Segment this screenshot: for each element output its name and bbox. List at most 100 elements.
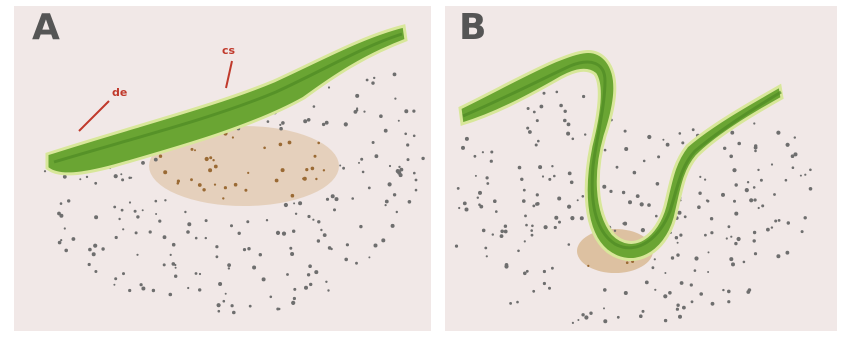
mesenchyme-cell <box>158 220 161 223</box>
mesenchyme-cell <box>398 166 400 168</box>
mesenchyme-cell <box>218 310 221 313</box>
mesenchyme-cell <box>654 258 656 260</box>
mesenchyme-cell <box>371 81 374 84</box>
mesenchyme-cell <box>259 253 262 256</box>
mesenchyme-cell <box>749 198 753 202</box>
mesenchyme-cell <box>492 233 494 235</box>
mesenchyme-cell <box>134 210 137 213</box>
mesenchyme-cell <box>72 237 76 241</box>
mesenchyme-cell <box>381 238 385 242</box>
mesenchyme-cell <box>120 173 122 175</box>
callout-label-left: de <box>112 86 127 99</box>
mesenchyme-cell <box>731 262 735 266</box>
mesenchyme-cell <box>676 308 679 311</box>
mesenchyme-cell <box>509 302 512 305</box>
mesenchyme-cell <box>794 152 798 156</box>
mesenchyme-cell <box>577 319 579 321</box>
mesenchyme-cell <box>88 263 91 266</box>
mesenchyme-cell <box>291 194 295 198</box>
mesenchyme-cell <box>733 200 736 203</box>
mesenchyme-cell <box>172 243 176 247</box>
mesenchyme-cell <box>517 250 520 253</box>
mesenchyme-cell <box>804 174 806 176</box>
epithelium-band <box>460 52 782 260</box>
mesenchyme-cell <box>385 204 387 206</box>
mesenchyme-cell <box>694 269 697 272</box>
mesenchyme-cell <box>527 107 530 110</box>
mesenchyme-cell <box>187 287 189 289</box>
mesenchyme-cell <box>163 170 167 174</box>
mesenchyme-cell <box>393 193 396 196</box>
mesenchyme-cell <box>804 216 807 219</box>
mesenchyme-cell <box>520 178 523 181</box>
mesenchyme-cell <box>729 257 733 261</box>
mesenchyme-cell <box>794 136 796 138</box>
mesenchyme-cell <box>212 159 214 161</box>
mesenchyme-cell <box>244 189 247 192</box>
mesenchyme-cell <box>214 184 216 186</box>
mesenchyme-cell <box>482 229 486 233</box>
mesenchyme-cell <box>223 300 226 303</box>
mesenchyme-cell <box>603 319 607 323</box>
mesenchyme-cell <box>281 121 285 125</box>
mesenchyme-cell <box>308 264 312 268</box>
mesenchyme-cell <box>698 192 701 195</box>
mesenchyme-cell <box>475 175 477 177</box>
mesenchyme-cell <box>657 155 660 158</box>
mesenchyme-cell <box>303 119 307 123</box>
mesenchyme-cell <box>721 193 725 197</box>
mesenchyme-cell <box>290 252 294 256</box>
mesenchyme-cell <box>729 155 733 159</box>
mesenchyme-cell <box>199 273 201 275</box>
mesenchyme-cell <box>616 166 619 169</box>
mesenchyme-cell <box>205 219 208 222</box>
mesenchyme-cell <box>771 226 773 228</box>
mesenchyme-cell <box>140 283 143 286</box>
mesenchyme-cell <box>636 194 640 198</box>
mesenchyme-cell <box>774 220 777 223</box>
mesenchyme-cell <box>564 110 567 113</box>
mesenchyme-cell <box>554 226 557 229</box>
mesenchyme-cell <box>88 248 92 252</box>
mesenchyme-cell <box>215 245 218 248</box>
mesenchyme-cell <box>330 248 332 250</box>
mesenchyme-cell <box>474 155 477 158</box>
mesenchyme-cell <box>286 273 289 276</box>
mesenchyme-cell <box>525 224 528 227</box>
mesenchyme-cell <box>187 222 191 226</box>
mesenchyme-cell <box>559 104 563 108</box>
mesenchyme-cell <box>170 254 172 256</box>
mesenchyme-cell <box>342 167 345 170</box>
mesenchyme-cell <box>230 224 233 227</box>
mesenchyme-cell <box>155 213 157 215</box>
mesenchyme-cell <box>603 288 607 292</box>
mesenchyme-cell <box>776 254 780 258</box>
mesenchyme-cell <box>194 149 196 151</box>
mesenchyme-cell <box>568 172 572 176</box>
mesenchyme-cell <box>732 168 736 172</box>
mesenchyme-cell <box>344 258 348 262</box>
mesenchyme-cell <box>307 118 311 122</box>
mesenchyme-cell <box>184 211 186 213</box>
mesenchyme-cell <box>238 232 241 235</box>
mesenchyme-cell <box>177 180 180 183</box>
mesenchyme-cell <box>655 215 658 218</box>
mesenchyme-cell <box>323 233 327 237</box>
mesenchyme-cell <box>699 292 703 296</box>
mesenchyme-cell <box>543 282 546 285</box>
mesenchyme-cell <box>149 230 152 233</box>
mesenchyme-cell <box>538 165 542 169</box>
mesenchyme-cell <box>222 197 224 199</box>
mesenchyme-cell <box>232 136 234 138</box>
mesenchyme-cell <box>314 270 318 274</box>
mesenchyme-cell <box>305 168 308 171</box>
mesenchyme-cell <box>587 265 589 267</box>
panel-a: de cs A <box>14 6 431 331</box>
mesenchyme-cell <box>129 201 131 203</box>
mesenchyme-cell <box>457 187 460 190</box>
mesenchyme-cell <box>394 98 396 100</box>
mesenchyme-cell <box>490 151 493 154</box>
mesenchyme-cell <box>155 200 158 203</box>
mesenchyme-cell <box>331 194 335 198</box>
mesenchyme-cell <box>412 110 415 113</box>
